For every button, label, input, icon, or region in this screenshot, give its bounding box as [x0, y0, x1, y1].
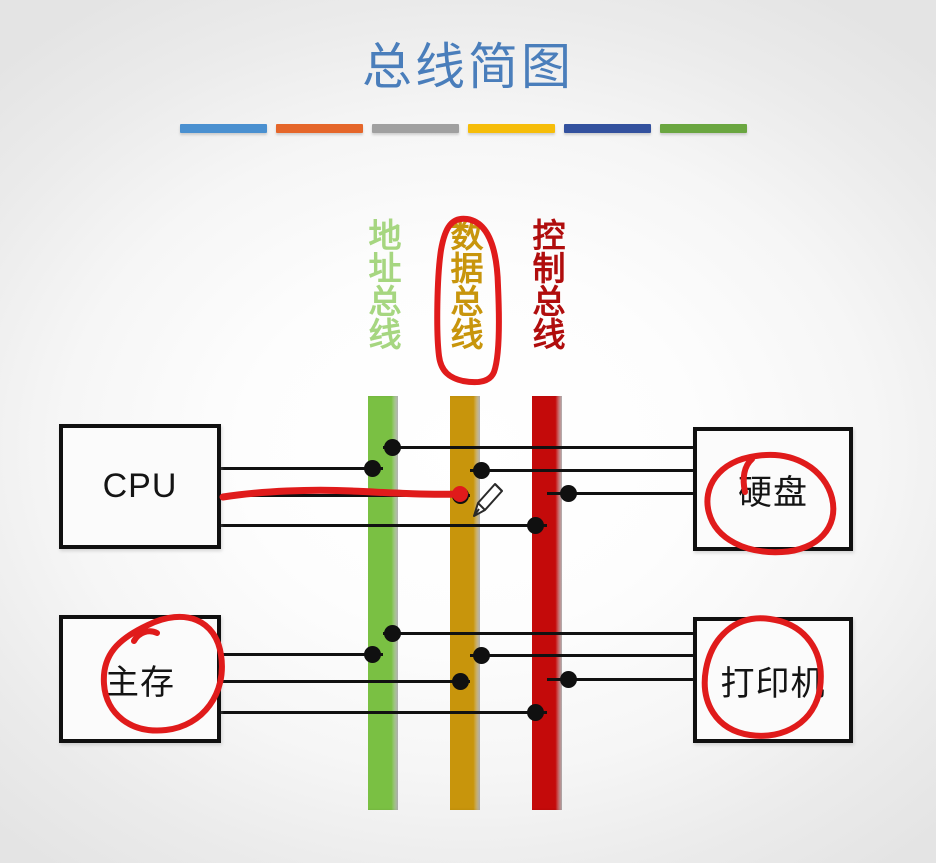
- memory-to-address-bus-line: [221, 653, 383, 656]
- bar-green: [660, 124, 747, 133]
- bar-yellow: [468, 124, 555, 133]
- bar-darkblue: [564, 124, 651, 133]
- main-memory-label: 主存: [105, 662, 175, 703]
- cpu-to-address-bus-line: [221, 467, 383, 470]
- control-bus-to-printer-line: [547, 678, 694, 681]
- address-bus-to-disk-junction-dot: [384, 439, 401, 456]
- cpu-to-address-bus-junction-dot: [364, 460, 381, 477]
- address-bus-to-printer-line: [383, 632, 694, 635]
- printer-box[interactable]: 打印机: [693, 617, 853, 743]
- page-title: 总线简图: [362, 38, 574, 96]
- cpu-label: CPU: [102, 467, 178, 505]
- cpu-to-control-bus-junction-dot: [527, 517, 544, 534]
- address-bus-to-printer-junction-dot: [384, 625, 401, 642]
- control-bus-label: 控制总线: [527, 218, 566, 350]
- control-bus-to-disk-line: [547, 492, 694, 495]
- main-memory-box[interactable]: 主存: [59, 615, 221, 743]
- hard-disk-label: 硬盘: [738, 472, 808, 513]
- control-bus-to-disk-junction-dot: [560, 485, 577, 502]
- data-bus-bar: [450, 396, 480, 810]
- cpu-to-data-bus-line: [221, 494, 470, 497]
- cpu-box[interactable]: CPU: [59, 424, 221, 549]
- memory-to-control-bus-line: [221, 711, 547, 714]
- memory-to-data-bus-junction-dot: [452, 673, 469, 690]
- address-bus-label: 地址总线: [363, 218, 402, 350]
- control-bus-bar-fill: [532, 396, 562, 810]
- memory-to-control-bus-junction-dot: [527, 704, 544, 721]
- control-bus-bar: [532, 396, 562, 810]
- control-bus-to-printer-junction-dot: [560, 671, 577, 688]
- address-bus-bar: [368, 396, 398, 810]
- memory-to-address-bus-junction-dot: [364, 646, 381, 663]
- bar-orange: [276, 124, 363, 133]
- data-bus-label: 数据总线: [445, 218, 484, 350]
- bar-gray: [372, 124, 459, 133]
- printer-label: 打印机: [720, 663, 826, 704]
- accent-bar-strip: [180, 124, 756, 136]
- data-bus-to-printer-line: [470, 654, 694, 657]
- memory-to-data-bus-line: [221, 680, 470, 683]
- data-bus-to-printer-junction-dot: [473, 647, 490, 664]
- hard-disk-box[interactable]: 硬盘: [693, 427, 853, 551]
- address-bus-to-disk-line: [383, 446, 694, 449]
- data-bus-bar-fill: [450, 396, 480, 810]
- pencil-cursor-icon[interactable]: [470, 478, 506, 520]
- cpu-to-control-bus-line: [221, 524, 547, 527]
- data-bus-to-disk-junction-dot: [473, 462, 490, 479]
- address-bus-bar-fill: [368, 396, 398, 810]
- cpu-to-data-bus-junction-dot: [452, 487, 469, 504]
- bar-blue: [180, 124, 267, 133]
- data-bus-to-disk-line: [470, 469, 694, 472]
